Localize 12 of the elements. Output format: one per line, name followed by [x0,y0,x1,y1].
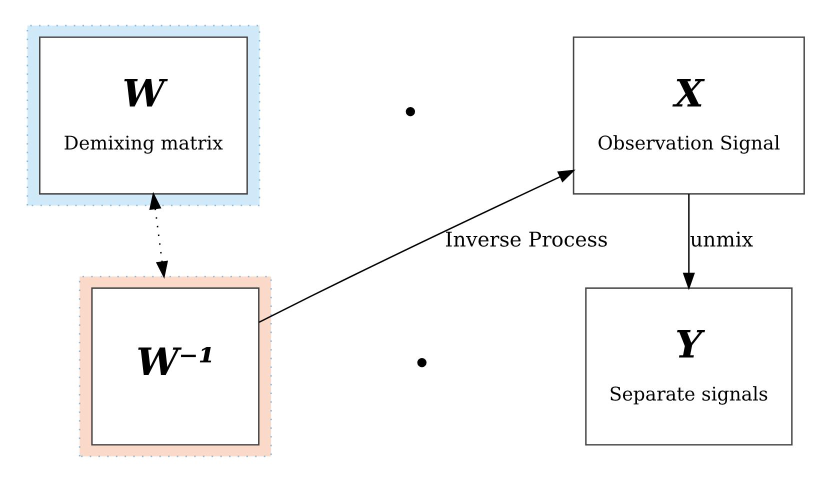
cluster [26,24,260,206]
cluster [78,276,272,458]
arrow [682,194,694,290]
node-box: Y Separate signals [584,287,792,446]
edge-label: Inverse Process [444,227,608,252]
edge-label: unmix [689,227,753,252]
arrow [148,192,168,279]
node-box: X Observation Signal [572,36,804,195]
node-box: W Demixing matrix [38,36,248,195]
label: • [400,94,420,132]
label: • [412,344,431,383]
node-box: W⁻¹ [90,287,259,446]
